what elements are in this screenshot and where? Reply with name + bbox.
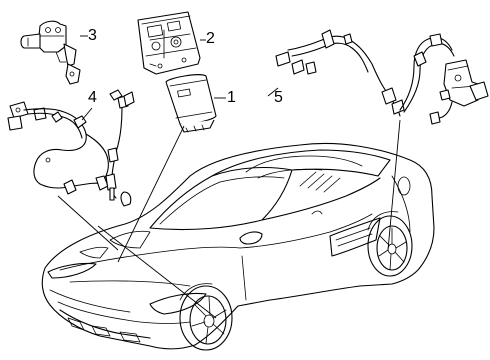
part-5-wiring-harness [275, 29, 489, 125]
leader-line-module-to-car [117, 125, 185, 263]
front-wheel [179, 283, 233, 351]
leader-lines [57, 35, 401, 319]
callout-1: 1 [227, 89, 236, 106]
leader-line-4 [81, 107, 93, 121]
part-3-sensor [20, 20, 81, 85]
callout-4: 4 [88, 89, 97, 106]
callout-5: 5 [274, 89, 283, 106]
part-1-control-module [165, 74, 217, 133]
car-illustration [41, 142, 435, 351]
callout-3: 3 [88, 27, 97, 44]
part-4-wiring-harness [7, 89, 135, 207]
part-2-module [137, 11, 201, 75]
rear-wheel [367, 211, 413, 277]
callout-2: 2 [206, 30, 215, 47]
leader-line-5 [267, 87, 279, 97]
